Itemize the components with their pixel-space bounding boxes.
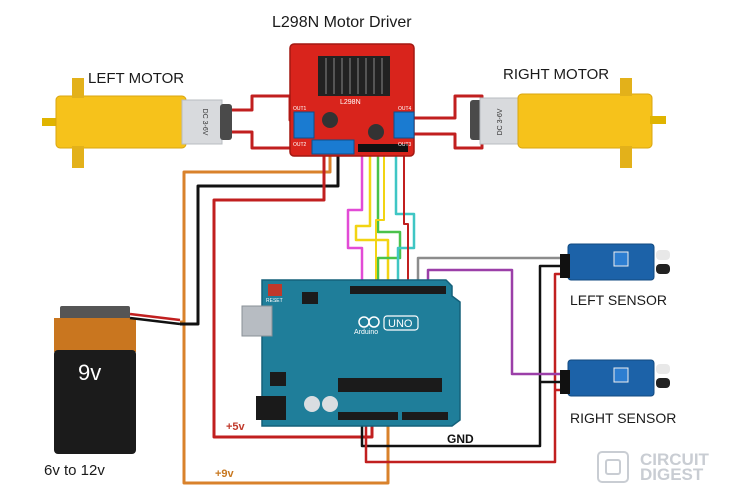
driver-out2-label: OUT2 <box>293 142 307 148</box>
wire-in4 <box>394 152 416 292</box>
right-sensor-pot <box>613 367 629 383</box>
right-sensor-ir-rx <box>656 378 670 388</box>
watermark-line1: CIRCUIT <box>640 450 709 469</box>
right-motor-label: RIGHT MOTOR <box>503 66 610 83</box>
left-motor-endcap <box>220 104 232 140</box>
driver-out3-label: OUT3 <box>398 142 412 148</box>
wire-plus-9v-loop <box>182 322 390 485</box>
arduino-model-badge <box>383 315 419 331</box>
right-sensor-board <box>567 359 655 397</box>
left-motor-tab-top <box>72 78 84 98</box>
arduino-capacitor-a <box>304 396 320 412</box>
wire-right-sensor-out <box>426 268 566 376</box>
driver-capacitor-right <box>368 124 384 140</box>
driver-chip-label: L298N <box>340 99 361 106</box>
watermark-line2: DIGEST <box>640 465 704 484</box>
gnd-label: GND <box>447 432 474 446</box>
driver-heatsink <box>318 56 390 96</box>
wire-in3 <box>376 152 402 292</box>
left-sensor-pins <box>560 254 570 278</box>
right-motor-shaft <box>650 116 666 124</box>
right-motor-model-label: DC 3-6V <box>497 108 504 135</box>
right-motor-body <box>479 97 523 145</box>
arduino-capacitor-b <box>322 396 338 412</box>
battery-lead-red <box>129 312 181 322</box>
plus-9v-label: +9v <box>215 468 234 480</box>
arduino-model-label: UNO <box>388 318 413 330</box>
terminal-out1-out2 <box>293 111 315 139</box>
diagram-title: L298N Motor Driver <box>272 14 412 31</box>
arduino-icsp-header <box>302 292 318 304</box>
left-motor-label: LEFT MOTOR <box>88 70 185 87</box>
left-ir-sensor <box>560 243 670 281</box>
wires <box>180 94 566 485</box>
right-motor-gearbox <box>517 93 653 149</box>
arduino-uno: RESET Arduino UNO <box>241 279 461 427</box>
arduino-analog-header <box>402 412 448 420</box>
right-motor: DC 3-6V <box>470 78 666 168</box>
left-motor-gearbox <box>55 95 187 149</box>
battery <box>54 306 181 454</box>
right-motor-tab-bottom <box>620 146 632 168</box>
right-sensor-pins <box>560 370 570 394</box>
right-sensor-ir-led <box>656 364 670 374</box>
left-motor-model-label: DC 3-6V <box>201 109 208 136</box>
left-sensor-ir-led <box>656 250 670 260</box>
arduino-reset-label: RESET <box>266 298 283 304</box>
battery-body-bottom <box>54 350 136 454</box>
plus-5v-label: +5v <box>226 421 245 433</box>
wire-ena <box>375 152 385 292</box>
left-motor-tab-bottom <box>72 146 84 168</box>
arduino-power-header <box>338 412 398 420</box>
battery-terminals <box>60 306 130 320</box>
arduino-digital-header <box>350 286 446 294</box>
wire-in1 <box>346 152 364 292</box>
arduino-reset-button <box>268 284 282 296</box>
arduino-regulator <box>270 372 286 386</box>
wire-left-sensor-gnd <box>360 264 566 448</box>
left-sensor-pot <box>613 251 629 267</box>
wire-enb <box>403 152 409 292</box>
arduino-brand-label: Arduino <box>354 329 378 336</box>
left-motor-body <box>181 99 223 145</box>
wire-plus-5v <box>212 152 374 439</box>
wire-in2 <box>354 152 390 292</box>
right-sensor-label: RIGHT SENSOR <box>570 410 677 426</box>
driver-capacitor-left <box>322 112 338 128</box>
left-motor-shaft <box>42 118 58 126</box>
arduino-infinity-logo <box>358 316 380 328</box>
driver-out1-label: OUT1 <box>293 106 307 112</box>
circuit-digest-logo-icon <box>597 451 629 483</box>
right-motor-tab-top <box>620 78 632 96</box>
battery-range-label: 6v to 12v <box>44 462 105 479</box>
right-ir-sensor <box>560 359 670 397</box>
left-sensor-board <box>567 243 655 281</box>
arduino-usb-port <box>241 305 273 337</box>
battery-value-label: 9v <box>78 360 102 385</box>
battery-body-top <box>54 318 136 352</box>
arduino-board <box>261 279 461 427</box>
terminal-power <box>311 139 355 155</box>
terminal-out3-out4 <box>393 111 415 139</box>
l298n-driver: L298N OUT1 OUT2 OUT3 OUT4 <box>289 43 415 157</box>
left-sensor-ir-rx <box>656 264 670 274</box>
watermark-text: CIRCUIT DIGEST <box>640 450 709 484</box>
right-motor-endcap <box>470 100 482 140</box>
arduino-chip <box>338 378 442 392</box>
driver-header-pins <box>358 144 408 152</box>
left-motor: DC 3-6V <box>42 78 232 168</box>
battery-lead-black <box>129 316 181 326</box>
wire-left-sensor-vcc <box>364 272 566 464</box>
heatsink-fins <box>325 58 383 94</box>
driver-out4-label: OUT4 <box>398 106 412 112</box>
arduino-power-jack <box>256 396 286 420</box>
left-sensor-label: LEFT SENSOR <box>570 292 667 308</box>
